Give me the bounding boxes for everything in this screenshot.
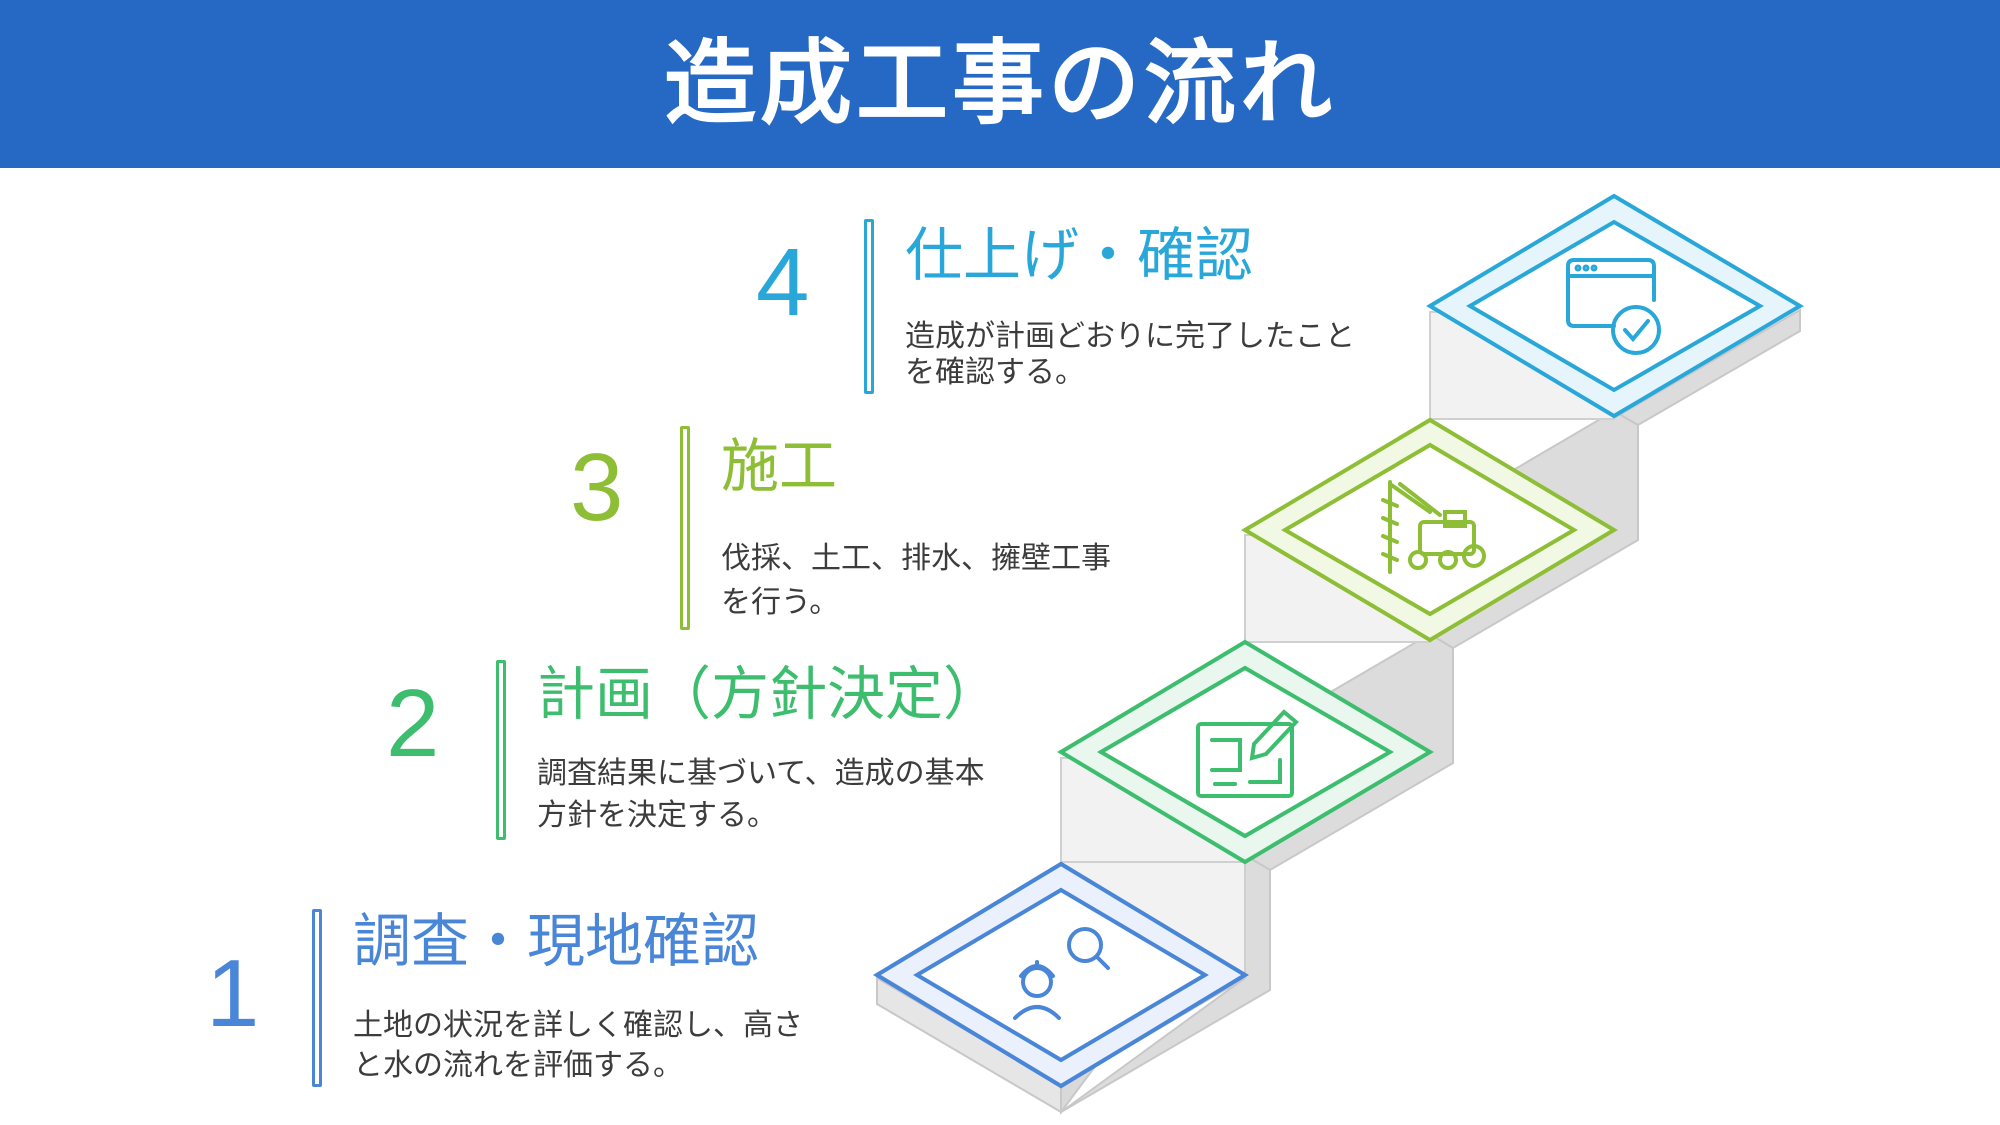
step-2-heading: 計画（方針決定） xyxy=(537,660,1002,728)
step-4-heading: 仕上げ・確認 xyxy=(905,221,1254,289)
step-4-number: 4 xyxy=(756,229,810,336)
step-1-number: 1 xyxy=(206,940,260,1047)
step-1-description-line1: 土地の状況を詳しく確認し、高さ xyxy=(353,1008,803,1043)
step-3-heading: 施工 xyxy=(721,432,838,500)
surveyor-magnifier-icon xyxy=(1013,927,1110,1020)
step-2-tread xyxy=(1057,639,1434,865)
step-2-number: 2 xyxy=(386,670,440,777)
step-4-description-line1: 造成が計画どおりに完了したこと xyxy=(905,319,1355,354)
page-title: 造成工事の流れ xyxy=(663,30,1336,137)
step-3-accent-bar xyxy=(680,426,690,630)
step-2-description-line2: 方針を決定する。 xyxy=(537,798,777,833)
step-1-tread xyxy=(873,861,1249,1089)
step-3-description-line2: を行う。 xyxy=(721,585,840,620)
step-2-accent-bar xyxy=(496,660,506,840)
step-1-description-line2: と水の流れを評価する。 xyxy=(353,1048,683,1083)
drilling-machine-icon xyxy=(1381,480,1486,574)
step-3-tread xyxy=(1241,417,1618,643)
step-4-description-line2: を確認する。 xyxy=(905,355,1085,390)
step-3-number: 3 xyxy=(570,434,624,541)
window-checkmark-icon xyxy=(1566,258,1661,355)
step-2-description-line1: 調査結果に基づいて、造成の基本 xyxy=(537,756,985,791)
title-banner: 造成工事の流れ xyxy=(0,0,2000,168)
step-1-accent-bar xyxy=(312,909,322,1087)
step-3-description-line1: 伐採、土工、排水、擁壁工事 xyxy=(721,541,1111,576)
step-4-tread xyxy=(1426,193,1804,419)
step-4-accent-bar xyxy=(864,219,874,394)
blueprint-pencil-icon xyxy=(1196,709,1299,798)
step-1-heading: 調査・現地確認 xyxy=(353,907,760,975)
